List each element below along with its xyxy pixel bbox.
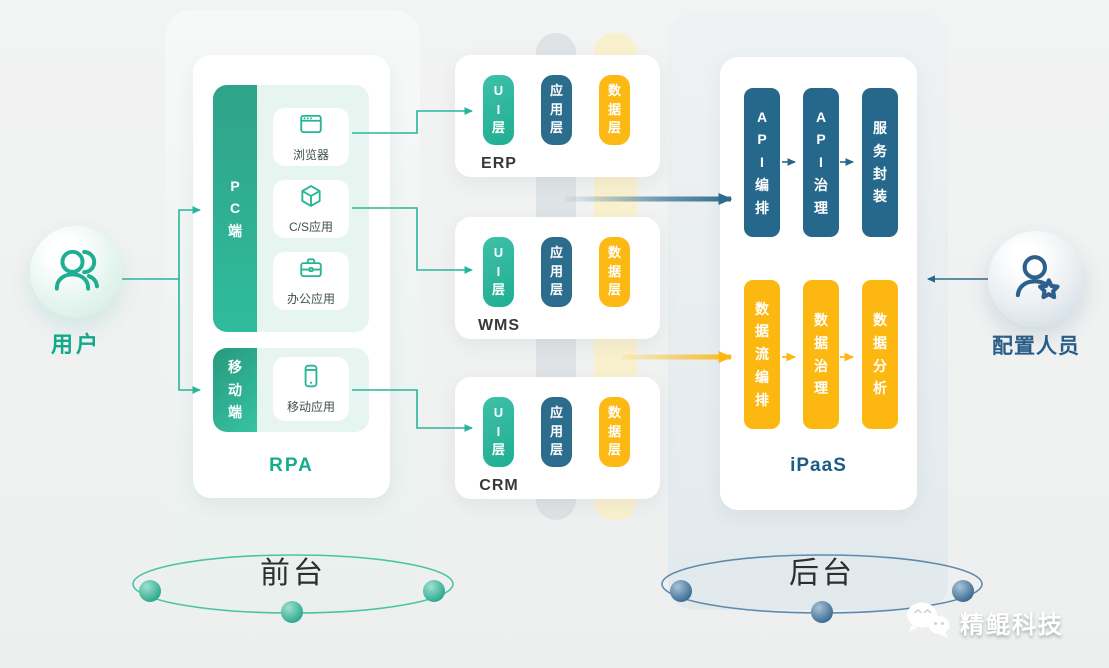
users-icon (48, 242, 104, 303)
brand-watermark: 精鲲科技 (903, 597, 1064, 647)
cs-app-label: C/S应用 (288, 220, 333, 234)
crm-data-layer-pill: 数据层 (599, 397, 630, 467)
user-avatar (30, 226, 122, 318)
data-governance-label: 数据治理 (814, 312, 828, 397)
cs-app-icon (298, 183, 324, 214)
dataflow-orchestration-label: 数据流编排 (755, 300, 769, 408)
service-wrapping-label: 服务封装 (873, 120, 887, 205)
browser-icon (298, 111, 324, 142)
wms-data-layer-pill: 数据层 (599, 237, 630, 307)
erp-data-layer-pill: 数据层 (599, 75, 630, 145)
brand-name: 精鲲科技 (960, 611, 1064, 639)
wms-data-layer-label: 数据层 (607, 244, 621, 298)
office-app-card: 办公应用 (273, 252, 349, 310)
mobile-app-card: 移动应用 (273, 357, 349, 421)
front-ring-dot (423, 580, 445, 602)
person-star-icon (1007, 248, 1065, 311)
ipaas-title: iPaaS (790, 455, 847, 476)
front-zone-label: 前台 (260, 557, 326, 590)
user-label: 用户 (50, 332, 101, 357)
data-governance-box: 数据治理 (803, 280, 839, 429)
crm-data-layer-label: 数据层 (607, 404, 621, 458)
service-wrapping-box: 服务封装 (862, 88, 898, 237)
wms-app-layer-pill: 应用层 (541, 237, 572, 307)
wms-app-layer-label: 应用层 (549, 244, 563, 298)
browser-card: 浏览器 (273, 108, 349, 166)
mobile-side-bar: 移动端 (213, 348, 257, 432)
rpa-title: RPA (269, 455, 314, 476)
crm-app-layer-pill: 应用层 (541, 397, 572, 467)
wms-name: WMS (477, 317, 521, 334)
cs-app-card: C/S应用 (273, 180, 349, 238)
front-ring-dot (139, 580, 161, 602)
office-app-label: 办公应用 (286, 292, 335, 306)
mobile-icon (298, 363, 324, 394)
crm-name: CRM (479, 477, 519, 494)
office-app-icon (298, 255, 324, 286)
chat-bubbles-icon (903, 598, 953, 647)
browser-label: 浏览器 (292, 148, 329, 162)
crm-app-layer-label: 应用层 (549, 404, 563, 458)
erp-data-layer-label: 数据层 (607, 82, 621, 136)
dataflow-orchestration-box: 数据流编排 (744, 280, 780, 429)
mobile-group: 移动端 移动应用 (213, 348, 369, 432)
erp-app-layer-pill: 应用层 (541, 75, 572, 145)
data-analysis-label: 数据分析 (873, 312, 887, 397)
config-person-avatar (988, 231, 1084, 327)
mobile-app-label: 移动应用 (286, 400, 335, 414)
mobile-side-label: 移动端 (228, 359, 242, 421)
data-analysis-box: 数据分析 (862, 280, 898, 429)
config-person-label: 配置人员 (992, 335, 1080, 358)
erp-name: ERP (481, 155, 517, 172)
back-zone-label: 后台 (789, 557, 855, 590)
erp-app-layer-label: 应用层 (549, 82, 563, 136)
